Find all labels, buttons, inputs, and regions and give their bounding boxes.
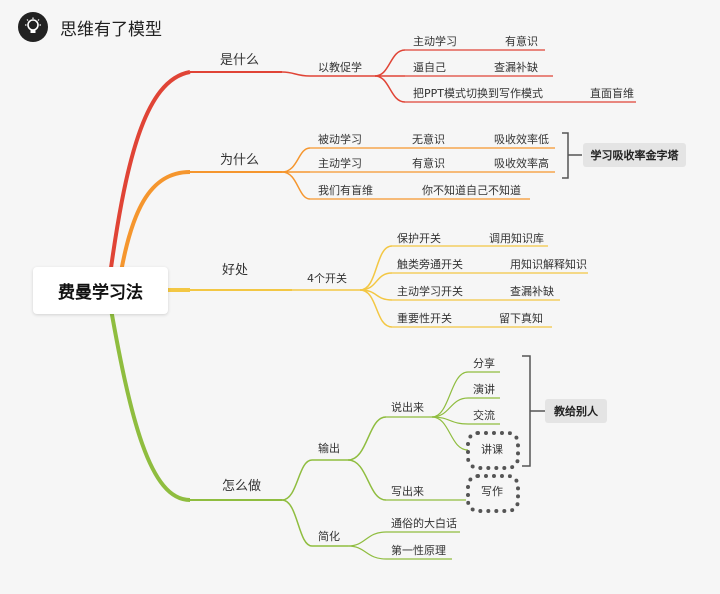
why-summary-box: 学习吸收率金字塔 xyxy=(583,143,686,167)
why-item-detail: 吸收效率高 xyxy=(494,157,549,170)
simplify-item: 第一性原理 xyxy=(391,544,446,557)
how-summary-box: 教给别人 xyxy=(545,399,607,423)
benefit-item-label: 重要性开关 xyxy=(397,312,452,325)
trunk-why xyxy=(116,170,191,291)
why-item-label: 我们有盲维 xyxy=(318,184,373,197)
lightbulb-icon xyxy=(18,12,48,42)
speak-item: 演讲 xyxy=(473,383,495,396)
what-item-detail: 查漏补缺 xyxy=(494,61,538,74)
benefit-item-detail: 查漏补缺 xyxy=(510,285,554,298)
benefit-item-label: 主动学习开关 xyxy=(397,285,463,298)
benefit-item-detail: 调用知识库 xyxy=(489,232,544,245)
what-child: 以教促学 xyxy=(318,61,362,74)
why-item-label: 被动学习 xyxy=(318,133,362,146)
why-item-mid: 无意识 xyxy=(412,133,445,146)
what-item-label: 把PPT模式切换到写作模式 xyxy=(413,87,543,100)
root-node: 费曼学习法 xyxy=(33,267,168,314)
benefit-item-label: 保护开关 xyxy=(397,232,441,245)
why-item-detail: 吸收效率低 xyxy=(494,133,549,146)
lecture-highlight xyxy=(466,431,520,470)
trunk-how xyxy=(106,291,191,502)
benefit-item-label: 触类旁通开关 xyxy=(397,258,463,271)
speak-item: 分享 xyxy=(473,357,495,370)
branch-what-label: 是什么 xyxy=(220,53,260,68)
simplify-item: 通俗的大白话 xyxy=(391,517,457,530)
speak-item: 讲课 xyxy=(481,443,503,456)
benefit-item-detail: 用知识解释知识 xyxy=(510,258,587,271)
why-item-mid: 有意识 xyxy=(412,157,445,170)
trunk-what xyxy=(106,70,191,291)
how-speak-label: 说出来 xyxy=(391,401,424,414)
what-item-detail: 直面盲维 xyxy=(590,87,634,100)
write-item: 写作 xyxy=(481,485,503,498)
branch-how-label: 怎么做 xyxy=(222,479,262,494)
why-item-detail: 你不知道自己不知道 xyxy=(422,184,521,197)
benefit-item-detail: 留下真知 xyxy=(499,312,543,325)
branch-benefit-label: 好处 xyxy=(222,263,249,278)
how-simplify-label: 简化 xyxy=(318,530,340,543)
benefit-child: 4个开关 xyxy=(307,272,347,285)
what-item-label: 主动学习 xyxy=(413,35,457,48)
brand-name: 思维有了模型 xyxy=(60,19,162,40)
what-item-detail: 有意识 xyxy=(505,35,538,48)
writing-highlight xyxy=(466,474,520,513)
speak-item: 交流 xyxy=(473,409,495,422)
branch-why-label: 为什么 xyxy=(220,153,260,168)
brand: 思维有了模型 xyxy=(18,12,162,42)
how-output-label: 输出 xyxy=(318,442,340,455)
how-write-label: 写出来 xyxy=(391,485,424,498)
why-item-label: 主动学习 xyxy=(318,157,362,170)
what-item-label: 逼自己 xyxy=(413,61,446,74)
